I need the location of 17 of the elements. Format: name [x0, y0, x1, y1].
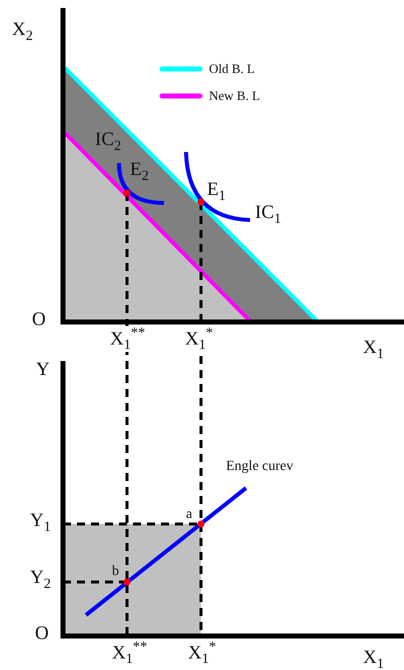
point-label: E$_{1}$ — [207, 180, 226, 204]
axis-label: X$_{1}$ — [363, 338, 384, 362]
axis-label: X$_{2}$ — [12, 20, 33, 44]
axis-label: X$_{1}$ — [363, 648, 384, 670]
axis-label: Y — [36, 360, 50, 379]
curve-label: IC$_{1}$ — [255, 203, 282, 226]
tick-label: Y$_{2}$ — [30, 568, 51, 592]
tick-label: Y$_{1}$ — [30, 511, 51, 534]
point-label: E$_{2}$ — [130, 160, 149, 184]
point-label: b — [112, 565, 119, 579]
point-label: a — [186, 508, 192, 522]
legend-text: New B. L — [209, 88, 260, 104]
origin-label: O — [35, 624, 49, 643]
curve-label: IC$_{2}$ — [95, 130, 122, 154]
origin-label: O — [32, 310, 46, 329]
curve-label: Engle curev — [226, 460, 294, 474]
legend-text: Old B. L — [209, 61, 255, 77]
